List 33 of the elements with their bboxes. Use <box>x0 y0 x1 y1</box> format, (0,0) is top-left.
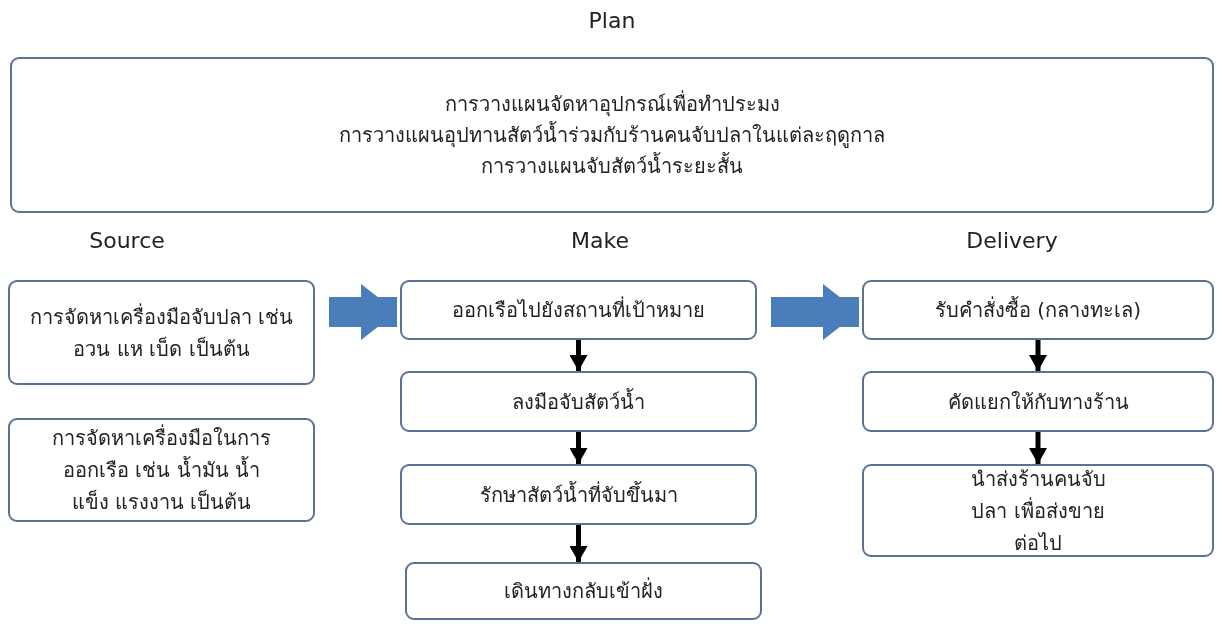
box-text: การวางแผนจับสัตว์น้ำระยะสั้น <box>481 151 743 180</box>
arrow <box>569 525 588 562</box>
process-box <box>400 280 757 340</box>
box-text: ออกเรือไปยังสถานที่เป้าหมาย <box>452 295 705 324</box>
box-text: การจัดหาเครื่องมือในการ ออกเรือ เช่น น้ำมัน น้ำแข็ง แรงงาน เป็นต้น <box>51 423 272 516</box>
arrow <box>1029 340 1047 371</box>
column-heading: Make <box>571 228 629 253</box>
process-box <box>400 371 757 432</box>
process-box <box>405 562 762 620</box>
process-box <box>862 280 1214 340</box>
plan-box <box>10 57 1214 213</box>
block-arrow <box>771 284 859 340</box>
arrow <box>569 432 588 464</box>
box-text: รักษาสัตว์น้ำที่จับขึ้นมา <box>479 480 678 509</box>
box-text: นำส่งร้านคนจับปลา เพื่อส่งขายต่อไป <box>969 465 1107 557</box>
column-heading: Plan <box>588 8 636 33</box>
box-text: การวางแผนจัดหาอุปกรณ์เพื่อทำประมง <box>444 89 780 119</box>
box-text: รับคำสั่งซื้อ (กลางทะเล) <box>935 295 1141 324</box>
column-heading: Delivery <box>966 228 1058 253</box>
process-box <box>400 464 757 525</box>
process-box <box>8 280 315 385</box>
process-box <box>862 371 1214 432</box>
arrow <box>1029 432 1047 464</box>
process-box <box>862 464 1214 557</box>
box-text: ลงมือจับสัตว์น้ำ <box>512 387 645 416</box>
block-arrow <box>329 284 397 340</box>
box-text: คัดแยกให้กับทางร้าน <box>947 388 1129 416</box>
process-box <box>8 418 315 522</box>
arrow <box>569 340 588 371</box>
column-heading: Source <box>89 228 165 253</box>
box-text: เดินทางกลับเข้าฝั่ง <box>504 576 663 605</box>
box-text: การจัดหาเครื่องมือจับปลา เช่น อวน แห เบ็ด เป็นต้น <box>28 302 295 363</box>
box-text: การวางแผนอุปทานสัตว์น้ำร่วมกับร้านคนจับปลาในแต่ละฤดูกาล <box>339 120 885 150</box>
